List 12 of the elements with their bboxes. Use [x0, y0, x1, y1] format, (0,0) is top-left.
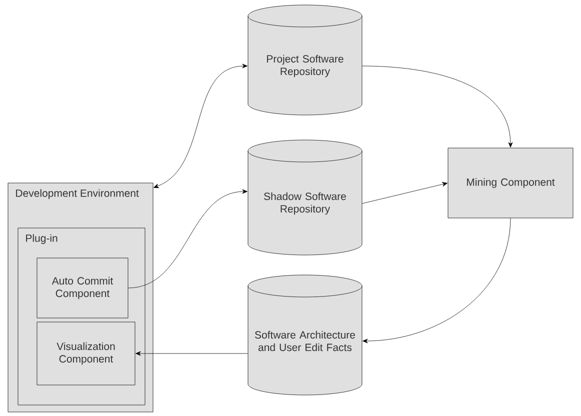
component-box: Visualization Component [36, 322, 136, 386]
arrow [136, 351, 248, 356]
arrow [362, 66, 513, 148]
database-cylinder: Shadow Software Repository [248, 140, 362, 256]
database-cylinder: Software Architecture and User Edit Facts [248, 274, 362, 396]
arrow [362, 218, 511, 344]
arrow [128, 189, 248, 288]
arrow [362, 182, 448, 204]
component-box: Auto Commit Component [36, 258, 128, 318]
arrow [154, 64, 248, 188]
component-box: Mining Component [448, 148, 574, 218]
database-cylinder: Project Software Repository [248, 4, 362, 116]
